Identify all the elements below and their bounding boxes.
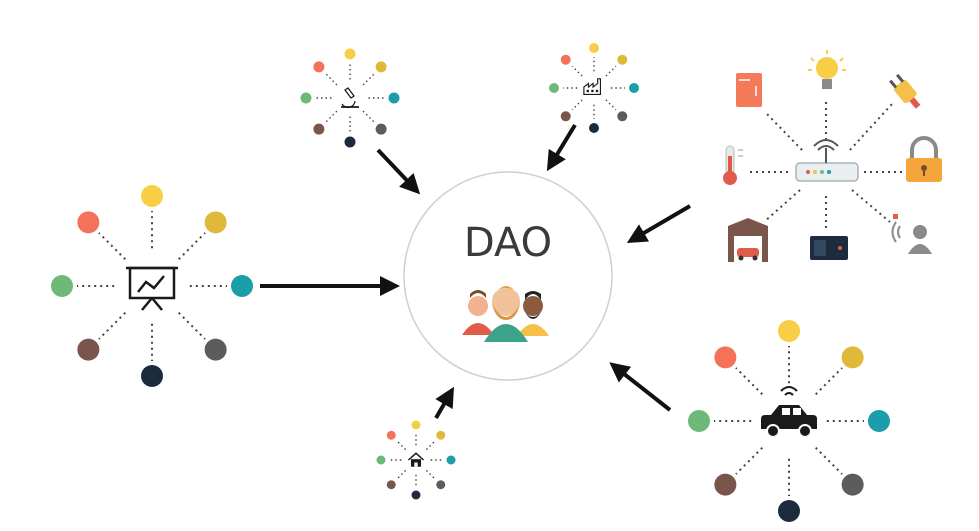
dao-circle [403, 171, 613, 381]
garage-icon [728, 218, 768, 262]
spoke-line [325, 73, 338, 86]
spoke-line [325, 110, 338, 123]
node-dot [446, 455, 456, 465]
node-dot [313, 123, 325, 135]
spoke-line [605, 65, 617, 77]
spoke-line [396, 440, 407, 451]
node-dot [344, 48, 356, 60]
node-dot [141, 185, 163, 207]
node-dot [688, 410, 710, 432]
fridge-icon [736, 73, 762, 107]
analytics-cluster [51, 185, 253, 387]
node-dot [560, 111, 571, 122]
node-dot [411, 490, 421, 500]
spoke-line [362, 73, 375, 86]
node-dot [77, 338, 100, 361]
spoke-line [605, 99, 617, 111]
spoke-line [425, 440, 436, 451]
node-dot [841, 346, 864, 369]
tv-box-icon [810, 236, 848, 260]
arrow-smart-home [626, 204, 692, 244]
smart-home-cluster [723, 50, 942, 262]
factory-cluster [549, 43, 639, 133]
node-dot [841, 473, 864, 496]
spoke-line [571, 65, 583, 77]
spoke-line [815, 367, 843, 395]
node-dot [313, 61, 325, 73]
node-dot [388, 92, 400, 104]
node-dot [376, 455, 386, 465]
node-dot [778, 500, 800, 522]
node-dot [436, 480, 446, 490]
spoke-line [396, 469, 407, 480]
light-bulb-icon [808, 50, 846, 89]
node-dot [436, 430, 446, 440]
node-dot [617, 54, 628, 65]
node-dot [714, 473, 737, 496]
node-dot [629, 83, 639, 93]
house-icon [407, 452, 425, 467]
spoke-line [425, 469, 436, 480]
spoke-line [571, 99, 583, 111]
node-dot [589, 123, 599, 133]
padlock-icon [906, 136, 942, 182]
node-dot [386, 480, 396, 490]
lab-cluster [300, 48, 400, 148]
dao-hub: DAO [403, 171, 613, 381]
arrow-home [434, 386, 454, 419]
node-dot [411, 420, 421, 430]
microscope-icon [341, 87, 359, 109]
people-group-icon [462, 286, 549, 342]
node-dot [617, 111, 628, 122]
node-dot [714, 346, 737, 369]
node-dot [549, 83, 559, 93]
node-dot [204, 338, 227, 361]
node-dot [51, 275, 73, 297]
home-cluster [376, 420, 456, 500]
arrow-factory [546, 123, 577, 172]
spoke-line [735, 367, 763, 395]
arrow-lab [376, 148, 421, 195]
arrow-vehicle [609, 362, 672, 412]
spoke-line [98, 312, 126, 340]
presentation-chart-icon [126, 266, 178, 311]
car-icon [761, 386, 817, 438]
node-dot [344, 136, 356, 148]
node-dot [375, 123, 387, 135]
node-dot [300, 92, 312, 104]
spoke-line [98, 232, 126, 260]
node-dot [375, 61, 387, 73]
spoke-line [178, 232, 206, 260]
vehicle-cluster [688, 320, 890, 522]
voice-assistant-icon [891, 214, 932, 254]
node-dot [589, 43, 599, 53]
arrows [260, 123, 692, 419]
spoke-line [362, 110, 375, 123]
node-dot [386, 430, 396, 440]
node-dot [560, 54, 571, 65]
node-dot [141, 365, 163, 387]
node-dot [778, 320, 800, 342]
router-icon [795, 139, 859, 182]
thermometer-icon [723, 145, 743, 185]
spoke-line [815, 447, 843, 475]
plug-icon [889, 73, 921, 109]
node-dot [77, 211, 100, 234]
factory-icon [583, 78, 602, 96]
spoke-line [178, 312, 206, 340]
spoke-line [735, 447, 763, 475]
node-dot [231, 275, 253, 297]
dao-title: DAO [464, 220, 552, 266]
cluster-layer [51, 43, 890, 522]
node-dot [204, 211, 227, 234]
node-dot [868, 410, 890, 432]
